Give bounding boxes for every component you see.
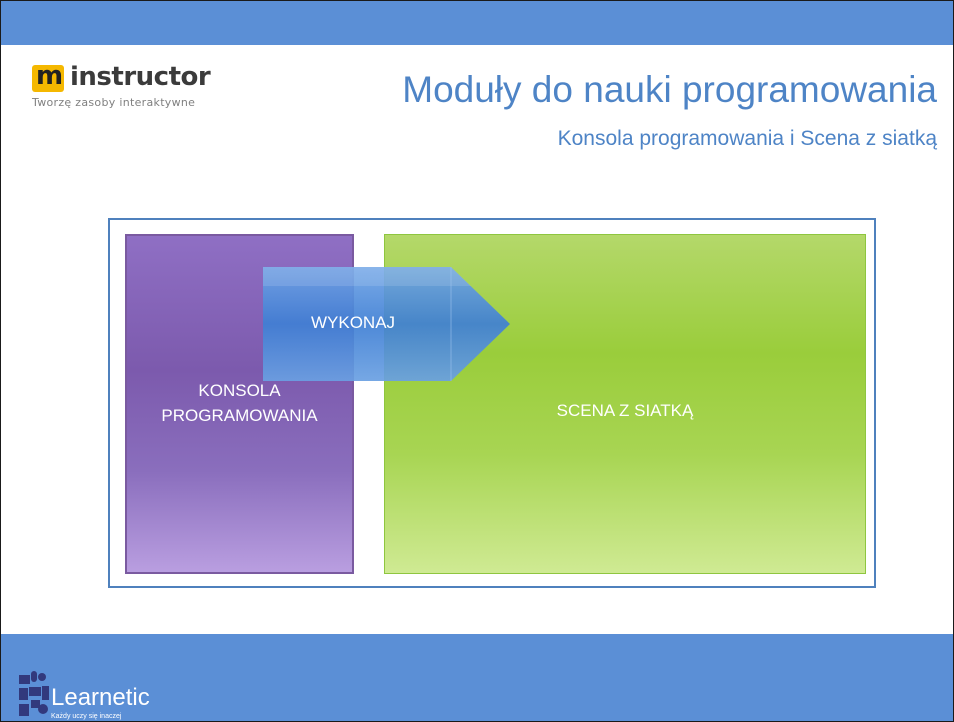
console-label: KONSOLA PROGRAMOWANIA xyxy=(127,378,352,428)
logo-initial: m xyxy=(36,61,64,91)
slide-subtitle: Konsola programowania i Scena z siatką xyxy=(557,127,937,150)
logo-tagline: Tworzę zasoby interaktywne xyxy=(32,96,196,109)
top-band xyxy=(1,1,953,45)
execute-label: WYKONAJ xyxy=(310,313,396,332)
logo-accent-box xyxy=(32,65,64,92)
execute-arrow xyxy=(263,267,510,381)
minstructor-logo: m instructor Tworzę zasoby interaktywne xyxy=(32,61,232,115)
learnetic-brand: Learnetic xyxy=(51,684,150,711)
learnetic-logo: Learnetic Każdy uczy się inaczej xyxy=(19,671,150,720)
console-label-line2: PROGRAMOWANIA xyxy=(161,406,318,425)
slide-title: Moduły do nauki programowania xyxy=(402,69,937,110)
bottom-band xyxy=(1,634,953,721)
learnetic-tagline: Każdy uczy się inaczej xyxy=(51,713,122,720)
logo-name: instructor xyxy=(70,62,211,92)
console-box: KONSOLA PROGRAMOWANIA xyxy=(125,234,354,574)
scene-label: SCENA Z SIATKĄ xyxy=(556,401,694,420)
console-label-line1: KONSOLA xyxy=(198,381,281,400)
education-icons-cluster xyxy=(19,671,49,716)
